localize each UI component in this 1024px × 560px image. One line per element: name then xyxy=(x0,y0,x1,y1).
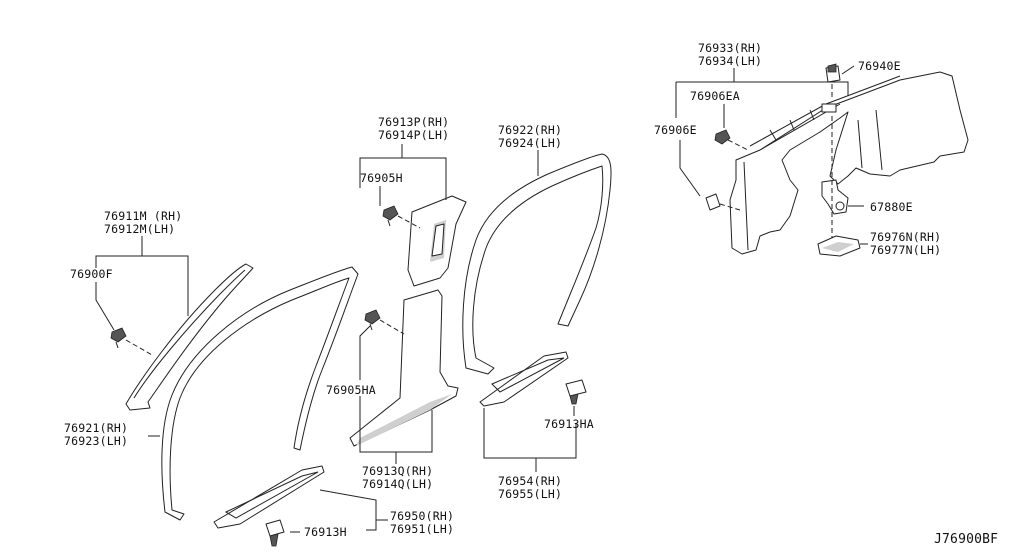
label-76913Q: 76913Q(RH) xyxy=(362,464,434,478)
label-76924: 76924(LH) xyxy=(498,136,563,150)
bracket-67880E xyxy=(821,179,849,215)
rear-kicking-plate xyxy=(479,351,569,407)
label-76913P: 76913P(RH) xyxy=(378,115,450,129)
leader-76900F xyxy=(95,282,115,331)
label-76940E: 76940E xyxy=(858,59,901,73)
label-76912M: 76912M(LH) xyxy=(104,222,176,236)
rear-door-welt xyxy=(462,153,612,375)
front-kicking-plate xyxy=(213,465,325,529)
label-76905H: 76905H xyxy=(360,171,403,185)
label-76933: 76933(RH) xyxy=(698,41,763,55)
label-76976N: 76976N(RH) xyxy=(870,230,942,244)
rear-side-trim xyxy=(729,71,969,255)
leader-76905H-dash xyxy=(397,215,421,229)
label-76950: 76950(RH) xyxy=(390,509,455,523)
label-76922: 76922(RH) xyxy=(498,123,563,137)
leader-76906E-dash xyxy=(719,203,741,211)
leader-76900F-dash xyxy=(125,339,153,356)
front-door-welt xyxy=(161,266,359,521)
clip-76900F xyxy=(110,327,127,349)
leader-76933 xyxy=(676,81,849,96)
front-pillar-garnish xyxy=(125,263,254,411)
clip-76906E xyxy=(705,193,721,211)
label-76911M: 76911M (RH) xyxy=(104,209,183,223)
label-76954: 76954(RH) xyxy=(498,474,563,488)
leader-76911M xyxy=(95,255,189,316)
diagram-code: J76900BF xyxy=(934,532,999,547)
leader-76940E xyxy=(841,65,855,75)
label-76951: 76951(LH) xyxy=(390,522,455,536)
leader-76954 xyxy=(483,408,577,459)
label-76921: 76921(RH) xyxy=(64,421,129,435)
clip-76906EA xyxy=(714,129,731,145)
clip-76913H xyxy=(265,519,285,547)
clip-76940E xyxy=(825,63,841,83)
leader-76906EA-dash xyxy=(727,139,749,151)
label-76906E: 76906E xyxy=(654,123,697,137)
center-pillar-upper xyxy=(407,195,467,287)
label-76900F: 76900F xyxy=(70,267,113,281)
lamp-76976N xyxy=(817,235,861,257)
leader-76905HA xyxy=(359,325,371,380)
leader-76950 xyxy=(319,489,377,531)
clip-76905HA xyxy=(364,309,381,331)
label-76914Q: 76914Q(LH) xyxy=(362,477,434,491)
label-76906EA: 76906EA xyxy=(690,89,740,103)
label-76977N: 76977N(LH) xyxy=(870,243,942,257)
label-76913HA: 76913HA xyxy=(544,417,594,431)
leader-76905HA-dash xyxy=(379,319,405,335)
label-76914P: 76914P(LH) xyxy=(378,128,450,142)
label-76934: 76934(LH) xyxy=(698,54,763,68)
label-76905HA: 76905HA xyxy=(326,383,376,397)
clip-76913HA xyxy=(565,379,587,405)
leader-76906E xyxy=(679,140,701,197)
center-pillar-lower xyxy=(349,289,459,447)
label-76923: 76923(LH) xyxy=(64,434,129,448)
label-76913H: 76913H xyxy=(304,525,347,539)
label-76955: 76955(LH) xyxy=(498,487,563,501)
clip-76905H xyxy=(382,205,399,227)
label-67880E: 67880E xyxy=(870,200,913,214)
leader-76913P xyxy=(359,157,447,200)
